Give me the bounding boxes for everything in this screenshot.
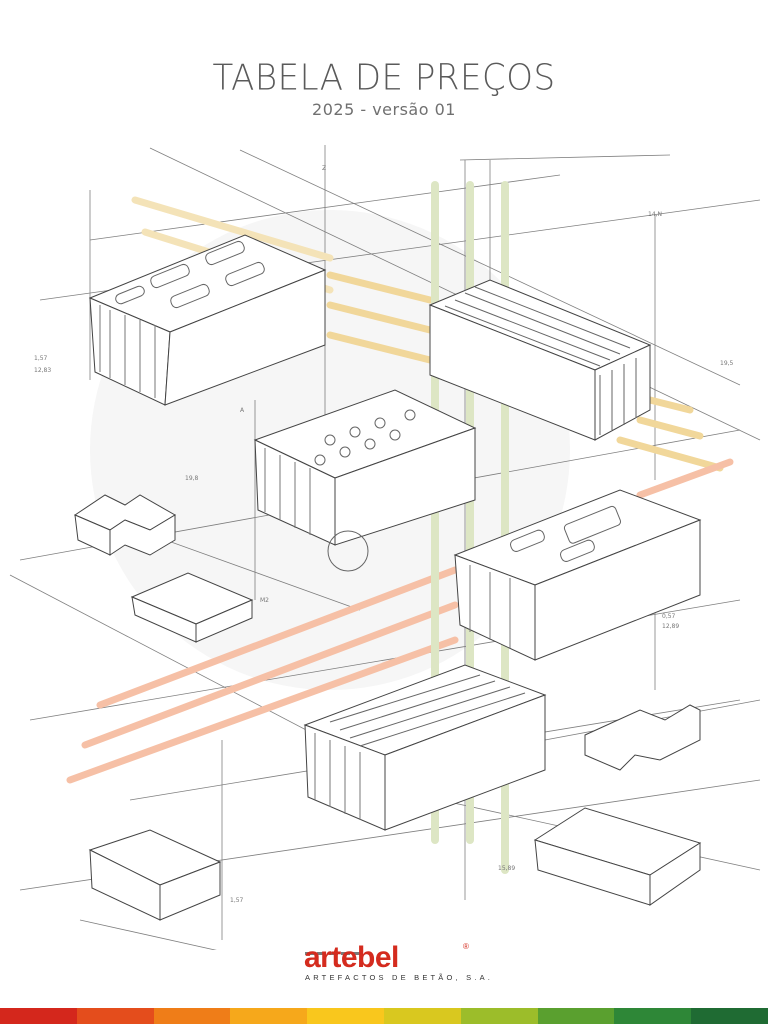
color-bar-segment	[307, 1008, 384, 1024]
dimension-label: 15,89	[498, 865, 515, 872]
dimension-label: 19,5	[720, 360, 734, 367]
hollow-block-1	[88, 234, 327, 406]
brand-tagline: ARTEFACTOS DE BETÃO, S.A.	[305, 973, 494, 982]
dimension-label: 12,83	[34, 367, 51, 374]
brand-name: artebel	[304, 941, 399, 974]
page-subtitle: 2025 - versão 01	[312, 100, 456, 119]
dimension-label: 1,57	[34, 355, 48, 362]
color-bar-segment	[691, 1008, 768, 1024]
perforated-block-3	[253, 389, 477, 572]
dimension-label: M2	[260, 597, 269, 604]
color-bar-segment	[614, 1008, 692, 1024]
color-bar-segment	[537, 1008, 615, 1024]
color-bar-segment	[0, 1008, 77, 1024]
dimension-label: 14,N	[648, 211, 662, 218]
dimension-label: 19,8	[185, 475, 199, 482]
hollow-block-4	[453, 489, 702, 661]
technical-drawing-illustration: 1,57 12,83 19,8 Z A 19,5 M2 0,57 12,89 1…	[9, 145, 761, 950]
paver-pieces	[73, 494, 702, 921]
axis-label: Z	[322, 165, 326, 172]
axis-label: A	[240, 407, 245, 414]
color-stripe-bar	[0, 1008, 768, 1024]
color-bar-segment	[153, 1008, 231, 1024]
logo-accent-marks	[305, 942, 365, 955]
slotted-block-5	[303, 664, 547, 831]
slotted-block-2	[428, 279, 652, 441]
color-bar-segment	[76, 1008, 154, 1024]
dimension-label: 12,89	[662, 623, 679, 630]
dimension-label: 1,57	[230, 897, 244, 904]
artebel-logo: artebel ® ARTEFACTOS DE BETÃO, S.A.	[296, 940, 490, 982]
color-bar-segment	[383, 1008, 461, 1024]
page-title: TABELA DE PREÇOS	[212, 57, 556, 99]
registered-mark: ®	[463, 942, 469, 951]
color-bar-segment	[460, 1008, 538, 1024]
dimension-label: 0,57	[662, 613, 676, 620]
color-bar-segment	[230, 1008, 308, 1024]
